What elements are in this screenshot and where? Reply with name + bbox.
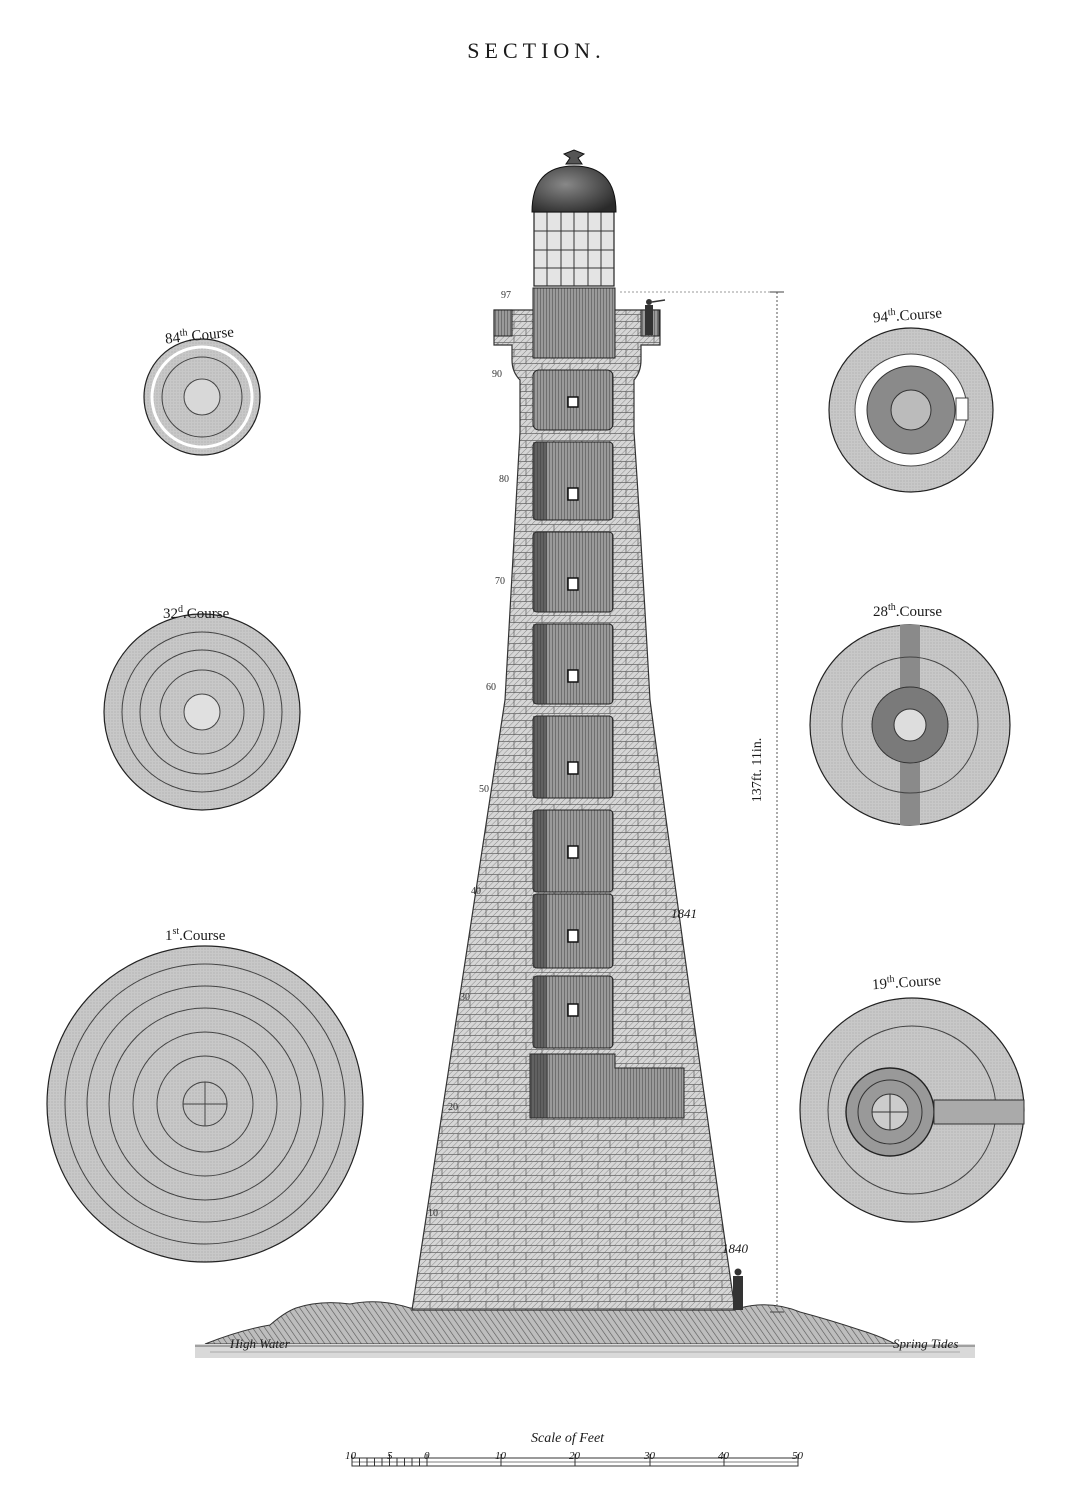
label-1st-course: 1st.Course [165, 926, 226, 944]
course-mark-97: 97 [501, 290, 511, 301]
plan-84th-course [143, 338, 261, 456]
height-dimension-label: 137ft. 11in. [750, 737, 766, 803]
drawing-title: SECTION. [467, 38, 606, 63]
keeper-figure-top [645, 299, 666, 335]
scale-tick-20: 20 [569, 1450, 580, 1462]
plan-28th-course [809, 624, 1011, 826]
year-label-1841: 1841 [671, 906, 697, 921]
scale-tick-0: 0 [424, 1450, 430, 1462]
course-mark-20: 20 [448, 1102, 458, 1113]
tower-rooms [529, 369, 685, 1119]
year-label-1840: 1840 [722, 1241, 748, 1256]
scale-tick-50: 50 [792, 1450, 803, 1462]
course-mark-60: 60 [486, 682, 496, 693]
plan-32nd-course [103, 613, 301, 811]
label-32nd-course: 32d.Course [163, 604, 230, 622]
spring-tides-label: Spring Tides [893, 1336, 959, 1351]
water-surface [195, 1344, 975, 1358]
high-water-label: High Water [230, 1336, 290, 1351]
lantern-dome [531, 165, 617, 213]
finial [562, 149, 586, 165]
scale-title: Scale of Feet [531, 1431, 605, 1446]
scale-tick-40: 40 [718, 1450, 729, 1462]
scale-tick-10-left: 10 [345, 1450, 356, 1462]
course-mark-50: 50 [479, 784, 489, 795]
scale-tick-10: 10 [495, 1450, 506, 1462]
tower-windows [567, 396, 579, 1017]
course-mark-70: 70 [495, 576, 505, 587]
course-mark-40: 40 [471, 886, 481, 897]
stair-shading [530, 442, 548, 1118]
rock-foundation [204, 1301, 896, 1345]
plan-1st-course [46, 945, 364, 1263]
label-28th-course: 28th.Course [873, 602, 943, 620]
keeper-figure-base [733, 1268, 743, 1310]
course-mark-30: 30 [460, 992, 470, 1003]
course-mark-10: 10 [428, 1208, 438, 1219]
plan-94th-course [828, 327, 994, 493]
scale-tick-5: 5 [387, 1450, 393, 1462]
scale-tick-30: 30 [644, 1450, 655, 1462]
lantern-base [532, 287, 616, 359]
gallery-railing-left [493, 309, 513, 337]
plan-19th-course [799, 997, 1025, 1223]
course-mark-90: 90 [492, 369, 502, 380]
course-mark-80: 80 [499, 474, 509, 485]
scale-bar [351, 1454, 799, 1467]
